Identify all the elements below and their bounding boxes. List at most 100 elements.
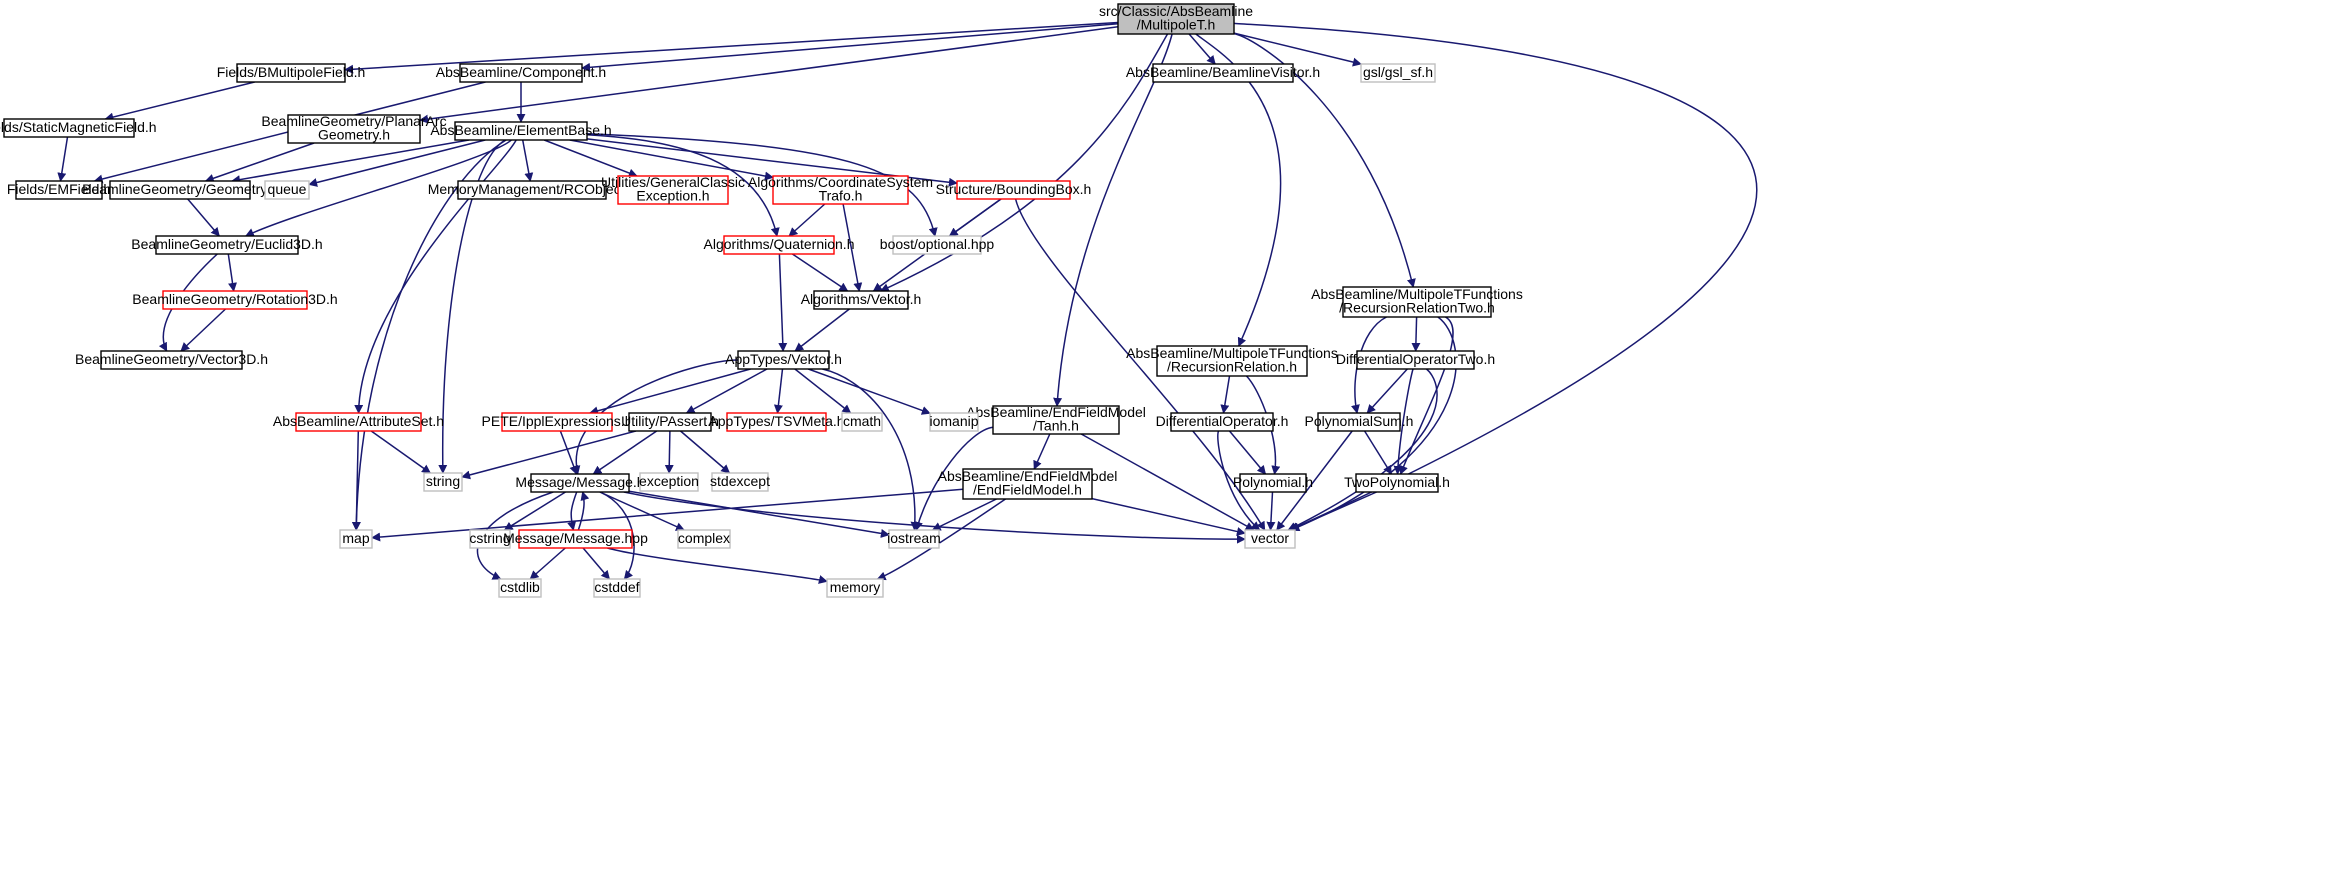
node-complex: complex: [677, 529, 731, 549]
edge-root-to-recursion: [1195, 33, 1282, 347]
node-rotation[interactable]: BeamlineGeometry/Rotation3D.h: [132, 290, 338, 310]
node-messagehpp[interactable]: Message/Message.hpp: [503, 529, 648, 549]
edge-tanh-to-vector: [1080, 433, 1255, 531]
node-label: boost/optional.hpp: [880, 236, 995, 252]
node-attributeset[interactable]: AbsBeamline/AttributeSet.h: [273, 412, 444, 432]
edge-polynomial-to-vector: [1266, 491, 1276, 531]
node-box: [15, 180, 103, 200]
node-box: [992, 405, 1120, 435]
edge-passert-to-string: [461, 430, 637, 480]
node-label: complex: [678, 530, 730, 546]
edge-elementbase-to-genclassic: [543, 139, 638, 178]
node-boundingbox[interactable]: Structure/BoundingBox.h: [936, 180, 1092, 200]
node-algvektor[interactable]: Algorithms/Vektor.h: [801, 290, 922, 310]
node-tsvmeta[interactable]: AppTypes/TSVMeta.h: [708, 412, 845, 432]
node-endfieldmodel[interactable]: AbsBeamline/EndFieldModel/EndFieldModel.…: [938, 468, 1118, 500]
edge-bmultipole-to-staticmag: [104, 81, 255, 122]
edge-message-to-complex: [599, 491, 685, 531]
node-diffoptwo[interactable]: DifferentialOperatorTwo.h: [1336, 350, 1495, 370]
edge-tanh-to-endfieldmodel: [1033, 433, 1051, 470]
node-label: MemoryManagement/RCObject.h: [428, 181, 637, 197]
node-visitor[interactable]: AbsBeamline/BeamlineVisitor.h: [1126, 63, 1320, 83]
edge-message-to-cstddef: [599, 491, 635, 580]
edge-boundingbox-to-vector: [1014, 198, 1266, 531]
node-polysum[interactable]: PolynomialSum.h: [1305, 412, 1414, 432]
node-elementbase[interactable]: AbsBeamline/ElementBase.h: [430, 121, 612, 141]
edge-euclid-to-rotation: [227, 253, 237, 292]
edge-messagehpp-to-message: [577, 491, 590, 531]
node-cstdlib: cstdlib: [498, 578, 542, 598]
node-box: [1117, 3, 1235, 35]
node-staticmag[interactable]: Fields/StaticMagneticField.h: [0, 118, 157, 138]
node-box: [339, 529, 373, 549]
node-label: BeamlineGeometry/Rotation3D.h: [132, 291, 337, 307]
node-label: gsl/gsl_sf.h: [1363, 64, 1433, 80]
node-message[interactable]: Message/Message.h: [515, 473, 645, 493]
node-tanh[interactable]: AbsBeamline/EndFieldModel/Tanh.h: [966, 404, 1146, 435]
node-ippl[interactable]: PETE/IpplExpressions.h: [482, 412, 633, 432]
edge-appvektor-to-cmath: [794, 368, 852, 414]
edge-message-to-messagehpp: [567, 491, 578, 531]
edge-ippl-to-message: [559, 430, 578, 475]
node-box: [469, 529, 511, 549]
node-label: cstring: [469, 530, 510, 546]
node-queue: queue: [264, 180, 310, 200]
node-box: [962, 468, 1093, 500]
node-label: DifferentialOperator.h: [1156, 413, 1289, 429]
node-rcobject[interactable]: MemoryManagement/RCObject.h: [428, 180, 637, 200]
node-recursiontwo[interactable]: AbsBeamline/MultipoleTFunctions/Recursio…: [1311, 286, 1523, 318]
node-label: Algorithms/CoordinateSystem: [748, 174, 933, 190]
node-box: [1342, 286, 1492, 318]
node-label: AbsBeamline/Component.h: [436, 64, 606, 80]
node-label: vector: [1251, 530, 1289, 546]
node-label: stdexcept: [710, 473, 770, 489]
node-label: memory: [830, 579, 881, 595]
node-recursion[interactable]: AbsBeamline/MultipoleTFunctions/Recursio…: [1126, 345, 1338, 377]
edge-endfieldmodel-to-map: [371, 488, 964, 542]
node-label: /EndFieldModel.h: [973, 482, 1082, 498]
node-geometry[interactable]: BeamlineGeometry/Geometry.h: [82, 180, 278, 200]
node-label: TwoPolynomial.h: [1344, 474, 1450, 490]
node-label: Fields/BMultipoleField.h: [217, 64, 366, 80]
node-twopoly[interactable]: TwoPolynomial.h: [1344, 473, 1450, 493]
node-vector3d[interactable]: BeamlineGeometry/Vector3D.h: [75, 350, 268, 370]
node-label: Fields/EMField.h: [7, 181, 111, 197]
node-box: [929, 412, 979, 432]
edge-attributeset-to-string: [370, 430, 432, 474]
node-appvektor[interactable]: AppTypes/Vektor.h: [725, 350, 842, 370]
node-diffop[interactable]: DifferentialOperator.h: [1156, 412, 1289, 432]
node-box: [1152, 63, 1294, 83]
edge-twopoly-to-vector: [1289, 491, 1377, 531]
node-box: [813, 290, 909, 310]
node-component[interactable]: AbsBeamline/Component.h: [436, 63, 606, 83]
node-label: cmath: [843, 413, 881, 429]
edge-recursion-to-diffop: [1220, 375, 1231, 414]
edge-messagehpp-to-cstddef: [582, 547, 610, 580]
node-label: Trafo.h: [819, 188, 863, 204]
node-box: [518, 529, 633, 549]
node-label: PETE/IpplExpressions.h: [482, 413, 633, 429]
node-bmultipole[interactable]: Fields/BMultipoleField.h: [217, 63, 366, 83]
node-polynomial[interactable]: Polynomial.h: [1233, 473, 1313, 493]
node-box: [162, 290, 308, 310]
node-label: AbsBeamline/MultipoleTFunctions: [1126, 345, 1338, 361]
edge-appvektor-to-message: [571, 359, 739, 475]
edge-appvektor-to-tsvmeta: [773, 368, 784, 414]
node-passert[interactable]: Utility/PAssert.h: [621, 412, 719, 432]
node-euclid[interactable]: BeamlineGeometry/Euclid3D.h: [131, 235, 323, 255]
node-box: [109, 180, 251, 200]
node-box: [457, 180, 607, 200]
node-cstddef: cstddef: [593, 578, 641, 598]
edge-message-to-vector: [623, 491, 1246, 544]
edge-attributeset-to-map: [351, 430, 361, 531]
node-root[interactable]: src/Classic/AbsBeamline/MultipoleT.h: [1099, 3, 1253, 35]
node-cmath: cmath: [841, 412, 883, 432]
edge-root-to-visitor: [1188, 33, 1216, 65]
node-exception: exception: [639, 472, 699, 492]
edge-message-to-cstring: [503, 491, 566, 531]
node-emfield[interactable]: Fields/EMField.h: [7, 180, 111, 200]
node-quaternion[interactable]: Algorithms/Quaternion.h: [704, 235, 855, 255]
